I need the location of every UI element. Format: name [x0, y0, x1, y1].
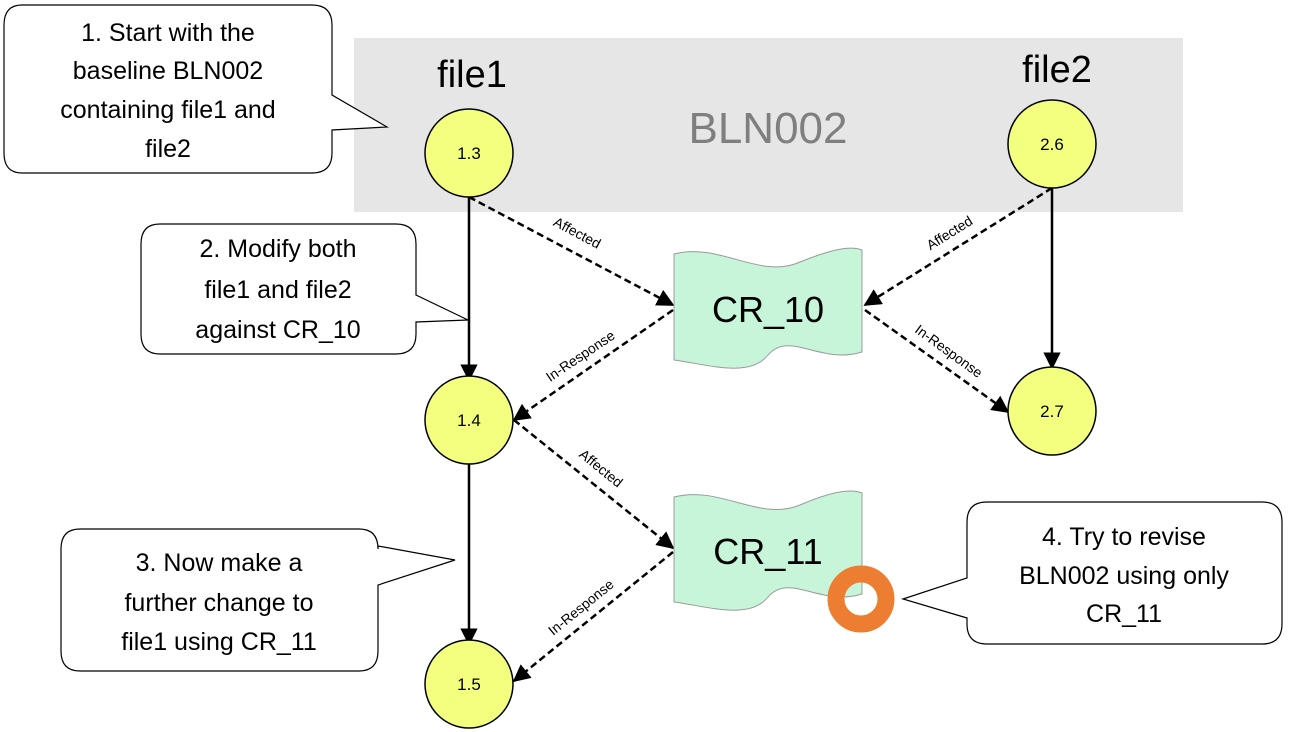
version-label: 1.5 [457, 675, 481, 694]
svg-text:BLN002 using only: BLN002 using only [1019, 562, 1229, 590]
edge-cr10-inresponse-1.4 [512, 308, 674, 422]
svg-text:file2: file2 [145, 135, 191, 163]
change-request-cr10[interactable]: CR_10 [673, 247, 863, 369]
svg-text:against CR_10: against CR_10 [195, 316, 360, 344]
edge-label-affected: Affected [576, 446, 626, 491]
cr10-shape [673, 247, 863, 369]
version-node-1.5[interactable]: 1.5 [424, 639, 514, 729]
callout-step1: 1. Start with the baseline BLN002 contai… [3, 4, 390, 174]
version-node-1.4[interactable]: 1.4 [424, 375, 514, 465]
edge-2.6-affected-cr10 [863, 186, 1053, 307]
file1-header: file1 [437, 54, 507, 96]
edge-1.4-affected-cr11 [513, 419, 675, 550]
svg-text:3. Now make a: 3. Now make a [136, 549, 303, 577]
svg-text:CR_11: CR_11 [1086, 600, 1162, 628]
version-label: 1.3 [457, 144, 481, 163]
version-node-2.7[interactable]: 2.7 [1007, 366, 1097, 456]
version-label: 2.7 [1040, 402, 1064, 421]
svg-text:file1 and file2: file1 and file2 [204, 276, 351, 304]
svg-text:further change to: further change to [124, 589, 313, 617]
version-node-1.3[interactable]: 1.3 [424, 108, 514, 198]
cr10-label: CR_10 [712, 289, 824, 330]
baseline-label: BLN002 [688, 104, 847, 153]
edge-label-in-response: In-Response [545, 576, 617, 639]
edge-cr11-inresponse-1.5 [512, 551, 674, 683]
selection-ring-marker[interactable] [827, 565, 895, 633]
callout-step3: 3. Now make a further change to file1 us… [60, 528, 456, 672]
version-label: 1.4 [457, 411, 481, 430]
edge-label-affected: Affected [923, 212, 975, 253]
callout-step2: 2. Modify both file1 and file2 against C… [140, 223, 469, 355]
svg-text:4. Try to revise: 4. Try to revise [1042, 523, 1206, 551]
svg-text:containing file1 and: containing file1 and [60, 96, 275, 124]
svg-text:2. Modify both: 2. Modify both [199, 235, 356, 263]
callout-step4: 4. Try to revise BLN002 using only CR_11 [900, 501, 1283, 645]
version-node-2.6[interactable]: 2.6 [1007, 99, 1097, 189]
edge-cr10-inresponse-2.7 [864, 308, 1010, 414]
cr11-shape [673, 490, 863, 611]
svg-text:1. Start with the: 1. Start with the [81, 19, 255, 47]
cr11-label: CR_11 [713, 531, 822, 572]
version-label: 2.6 [1040, 135, 1064, 154]
svg-text:baseline BLN002: baseline BLN002 [73, 57, 263, 85]
svg-text:file1 using CR_11: file1 using CR_11 [121, 628, 316, 656]
file2-header: file2 [1022, 49, 1092, 91]
edge-1.3-affected-cr10 [468, 195, 675, 307]
change-request-cr11[interactable]: CR_11 [673, 490, 863, 611]
